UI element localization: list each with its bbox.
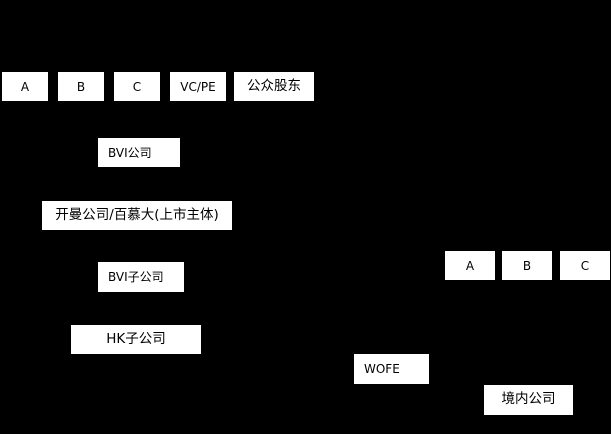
public-shareholders-label: 公众股东 [247,77,301,94]
shareholder-a-box: A [2,72,48,101]
bvi-company-box: BVI公司 [98,138,180,167]
domestic-company-box: 境内公司 [484,385,573,415]
domestic-shareholder-b-label: B [522,258,532,273]
bvi-company-label: BVI公司 [108,145,152,160]
domestic-shareholder-c-label: C [580,258,590,273]
wofe-label: WOFE [364,362,400,376]
connector-hk-to-wofe [200,339,355,371]
shareholder-a-label: A [20,79,30,94]
domestic-shareholder-c-box: C [560,251,610,280]
shareholder-b-box: B [58,72,104,101]
domestic-company-label: 境内公司 [501,391,556,408]
hk-subsidiary-label: HK子公司 [106,330,166,347]
domestic-shareholder-b-box: B [502,251,552,280]
domestic-shareholder-a-label: A [465,258,475,273]
bvi-subsidiary-label: BVI子公司 [108,270,164,284]
shareholder-c-label: C [132,79,142,94]
shareholder-c-box: C [114,72,160,101]
domestic-shareholder-a-box: A [445,251,495,280]
bvi-subsidiary-box: BVI子公司 [98,262,184,292]
wofe-box: WOFE [354,354,429,384]
vc-pe-label: VC/PE [180,79,216,94]
shareholder-b-label: B [76,79,86,94]
public-shareholders-box: 公众股东 [234,72,314,101]
hk-subsidiary-box: HK子公司 [71,325,201,354]
cayman-listco-label: 开曼公司/百慕大(上市主体) [55,206,219,223]
cayman-listco-box: 开曼公司/百慕大(上市主体) [42,201,232,230]
vc-pe-box: VC/PE [170,72,226,101]
